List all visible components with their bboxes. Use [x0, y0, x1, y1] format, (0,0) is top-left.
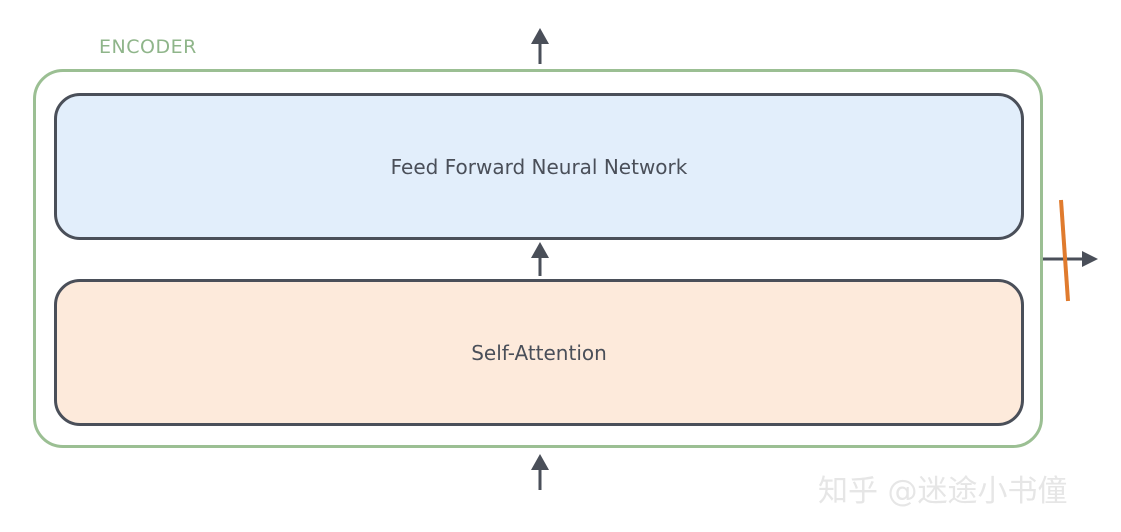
- feed-forward-label: Feed Forward Neural Network: [390, 154, 688, 179]
- feed-forward-layer: Feed Forward Neural Network: [54, 93, 1024, 240]
- output-arrow-icon: [531, 28, 549, 64]
- side-arrow-icon: [1043, 251, 1098, 267]
- layer-connection-arrow-icon: [531, 242, 549, 276]
- watermark-text: 知乎 @迷途小书僮: [818, 474, 1068, 509]
- input-arrow-icon: [531, 454, 549, 490]
- self-attention-layer: Self-Attention: [54, 279, 1024, 426]
- orange-slash-mark: [1059, 199, 1070, 302]
- self-attention-label: Self-Attention: [471, 340, 607, 365]
- encoder-title: ENCODER: [99, 36, 197, 58]
- encoder-container: [33, 69, 1043, 448]
